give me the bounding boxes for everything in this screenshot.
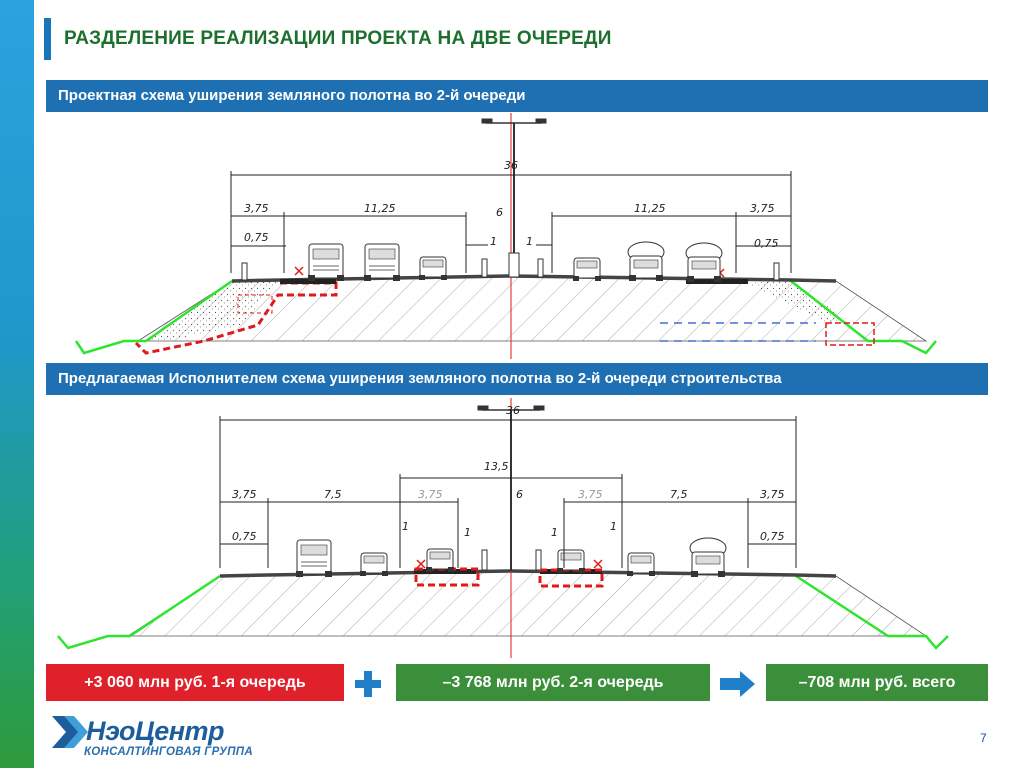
dim2-one-c: 1 — [551, 526, 558, 539]
left-slope-line — [74, 279, 233, 355]
right-slope-line — [790, 280, 937, 355]
cut-zone-right — [825, 322, 875, 346]
roadside-posts-proposed — [481, 549, 542, 571]
cross-section-diagram-current: 36 3,75 11,25 6 11,25 3,75 0,75 0,75 1 1 — [74, 113, 937, 359]
page-title: РАЗДЕЛЕНИЕ РЕАЛИЗАЦИИ ПРОЕКТА НА ДВЕ ОЧЕ… — [64, 28, 612, 49]
dimension-lines-proposed — [219, 416, 797, 568]
dim-median: 6 — [496, 206, 503, 219]
stage1-cost-badge: +3 060 млн руб. 1-я очередь — [46, 664, 344, 701]
red-x-markers-proposed — [416, 559, 603, 569]
pavement-strip-center-left — [414, 569, 476, 574]
blue-dashed-grid — [660, 322, 816, 342]
right-slope-line-proposed — [795, 574, 949, 650]
cross-section-diagram-proposed: 36 13,5 3,75 7,5 3,75 6 3,75 7,5 3,75 0,… — [57, 398, 949, 658]
dim-right-inner: 1 — [526, 235, 533, 248]
dim-left-lanes: 11,25 — [364, 202, 396, 215]
dim-left-edge: 0,75 — [244, 231, 269, 244]
logo-subtitle: КОНСАЛТИНГОВАЯ ГРУППА — [84, 746, 253, 758]
dim2-right-edge: 0,75 — [760, 530, 785, 543]
dim2-right-inner: 3,75 — [578, 488, 603, 501]
side-decoration-strip — [0, 0, 34, 768]
dim-right-shoulder: 3,75 — [750, 202, 775, 215]
dim2-left-edge: 0,75 — [232, 530, 257, 543]
gravel-fill-left — [148, 281, 278, 341]
dim-left-shoulder: 3,75 — [244, 202, 269, 215]
pavement-strip-center-right — [540, 569, 602, 574]
logo-company-name: НэоЦентр — [86, 716, 225, 746]
dim2-one-a: 1 — [402, 520, 409, 533]
dim2-one-b: 1 — [464, 526, 471, 539]
dim2-total: 36 — [506, 404, 520, 417]
cut-zone-center-right — [538, 568, 604, 588]
plus-icon — [355, 671, 381, 697]
stage2-cost-badge: –3 768 млн руб. 2-я очередь — [396, 664, 710, 701]
lamp-post-proposed — [477, 405, 545, 571]
arrow-right-icon — [720, 671, 755, 697]
dim2-center: 13,5 — [484, 460, 509, 473]
cut-zone-center-left — [414, 567, 480, 587]
dim2-one-d: 1 — [610, 520, 617, 533]
page-number: 7 — [980, 731, 987, 745]
cut-zone-left — [134, 281, 338, 355]
cut-zone-left-box — [237, 294, 273, 314]
pavement-strip-left — [280, 279, 336, 284]
dim2-right-lanes: 7,5 — [670, 488, 688, 501]
dim2-left-inner: 3,75 — [418, 488, 443, 501]
roadside-posts — [241, 258, 780, 281]
dim-total: 36 — [504, 159, 518, 172]
total-cost-badge: –708 млн руб. всего — [766, 664, 988, 701]
neocenter-logo-mark — [52, 716, 88, 748]
dim-right-edge: 0,75 — [754, 237, 779, 250]
dim-left-inner: 1 — [490, 235, 497, 248]
dim2-left-lanes: 7,5 — [324, 488, 342, 501]
dim2-right-shoulder: 3,75 — [760, 488, 785, 501]
dim2-median: 6 — [516, 488, 523, 501]
left-slope-line-proposed — [57, 574, 221, 650]
section1-header: Проектная схема уширения земляного полот… — [46, 80, 988, 112]
title-accent-bar — [44, 18, 51, 60]
section2-header: Предлагаемая Исполнителем схема уширения… — [46, 363, 988, 395]
dimension-lines — [230, 171, 792, 273]
lamp-post — [481, 118, 547, 278]
dim-right-lanes: 11,25 — [634, 202, 666, 215]
gravel-fill-right — [746, 281, 846, 323]
dim2-left-shoulder: 3,75 — [232, 488, 257, 501]
embankment-body-proposed — [126, 570, 928, 637]
